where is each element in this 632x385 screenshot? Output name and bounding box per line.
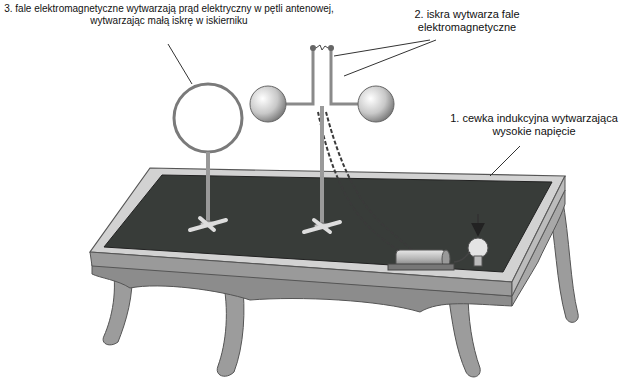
coil-base [388,264,454,270]
callout-label: 1. cewka indukcyjna wytwarzająca wysokie… [448,112,620,138]
dipole-stand [320,106,324,224]
dipole-transmitter [250,45,394,232]
antenna-stand [206,152,210,222]
dipole-rod [286,50,358,104]
dipole-sphere [250,86,286,122]
induction-coil [388,238,488,270]
antenna-loop [174,84,242,152]
stand-feet [190,218,226,230]
switch-base [474,256,482,266]
spark [316,45,328,50]
callout-label: 3. fale elektromagnetyczne wytwarzają pr… [4,3,334,27]
switch [468,238,488,258]
table-top [104,175,552,272]
leader-line [168,40,520,234]
stand-feet [304,220,340,232]
loop-antenna [174,84,242,230]
wire [454,252,470,262]
callout-label: 2. iskra wytwarza fale elektromagnetyczn… [392,8,542,34]
dipole-sphere [358,86,394,122]
wire [318,112,418,258]
spark-gap-ball [328,45,334,51]
pointer-arrow [477,214,479,234]
spark-gap-ball [310,45,316,51]
